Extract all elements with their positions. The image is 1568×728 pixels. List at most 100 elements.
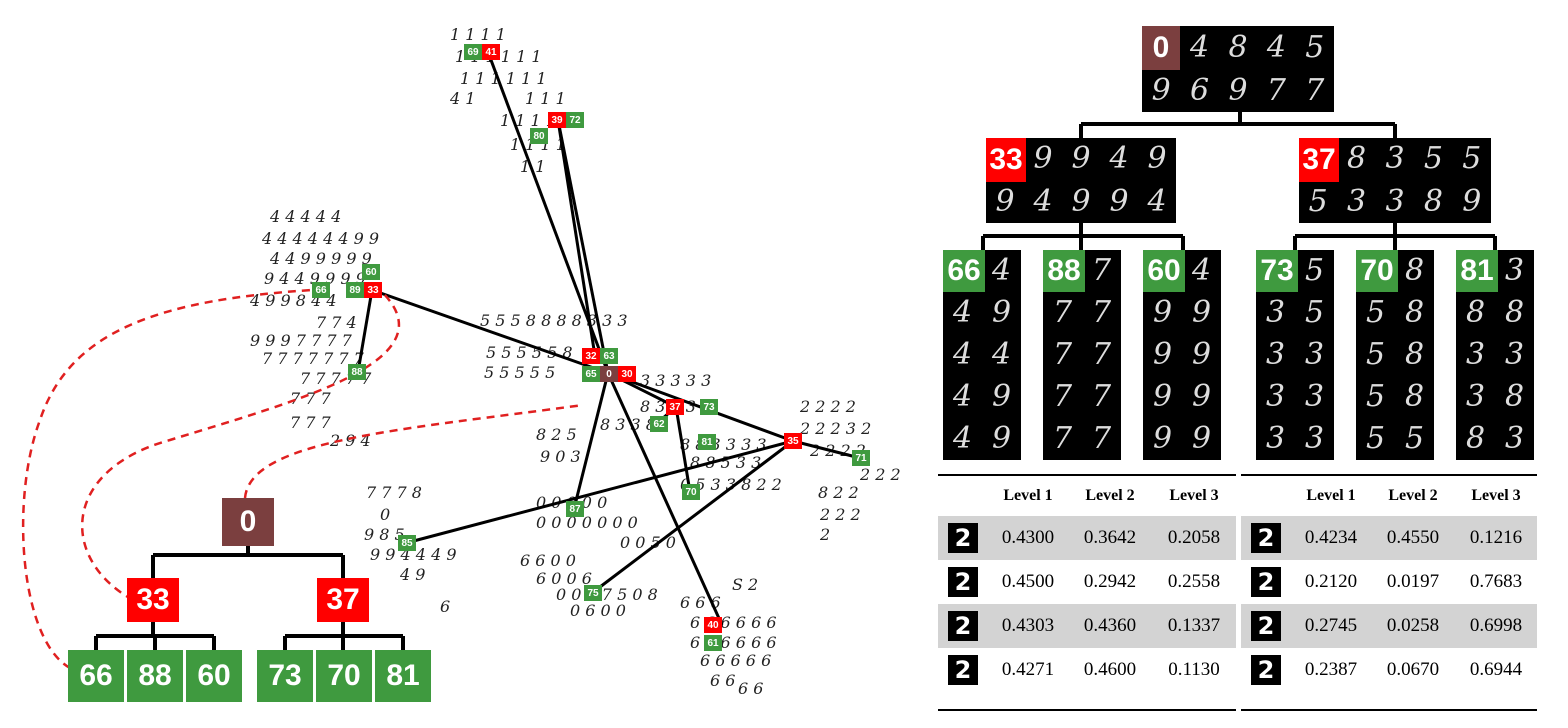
scatter-node-88: 88	[348, 364, 366, 380]
tree-root-node: 0	[222, 498, 274, 546]
table-cell: 0.1130	[1168, 659, 1220, 680]
panel-digit-image: 9	[1152, 295, 1173, 330]
scatter-digit-glyphs: 4 4 4 4 4	[269, 207, 341, 226]
dashed-links	[21, 288, 584, 670]
scatter-digit-glyphs: 8 3 3 8	[600, 415, 656, 434]
scatter-digit-glyphs: 9 4 4 9 9 9 9	[264, 269, 366, 288]
tree-level1-node: 37	[317, 578, 369, 622]
panel-digit-image: 7	[1091, 337, 1112, 372]
panel-digit-image: 7	[1052, 295, 1073, 330]
panel-digit-image: 3	[1385, 183, 1405, 219]
scatter-digit-glyphs: 1 1 1	[525, 89, 566, 108]
table-cell: 0.0197	[1386, 571, 1440, 592]
scatter-digit-glyphs: 6 6	[710, 671, 735, 690]
scatter-digit-glyphs: 2 2 2 2	[799, 397, 856, 416]
panel-digit-image: 3	[1265, 379, 1286, 414]
scatter-digit-glyphs: 0 6 0 0	[570, 601, 626, 620]
panel-digit-image: 4	[1190, 29, 1210, 65]
scatter-digit-glyphs: 2 9 4	[329, 431, 371, 450]
panel-digit-image: 7	[1091, 379, 1112, 414]
table-cell: 0.4303	[988, 604, 1068, 648]
panel-digit-image: 5	[1365, 295, 1386, 330]
scatter-digit-glyphs: 9 8 5	[364, 525, 405, 544]
panel-digit-image: 9	[1191, 421, 1212, 456]
tree-level2-node: 66	[68, 650, 124, 702]
table-thumbnail-cell: 2	[1241, 516, 1291, 560]
panel-digit-image: 8	[1465, 421, 1486, 456]
scatter-node-85: 85	[398, 535, 416, 551]
digit-thumbnail-image: 2	[948, 655, 978, 685]
scatter-digit-glyphs: 2 2 2 3 2	[799, 419, 871, 438]
panel-digit-image: 8	[1404, 253, 1425, 288]
scatter-digit-glyphs: 5 5 5 5 5 8	[486, 343, 573, 362]
scatter-digit-glyphs: 3 3 3 3 3	[640, 371, 711, 390]
panel-digit-image: 8	[1423, 183, 1443, 219]
panel-digit-image: 7	[1091, 295, 1112, 330]
table-cell: 0.0670	[1386, 659, 1440, 680]
table-header-row: Level 1 Level 2 Level 3	[938, 476, 1236, 516]
panel-digit-image: 4	[1266, 29, 1286, 65]
panel-digit-image: 9	[1191, 337, 1212, 372]
digit-thumbnail-image: 2	[948, 523, 978, 553]
panel-digit-image: 9	[991, 421, 1012, 456]
scatter-node-72: 72	[566, 112, 584, 128]
scatter-digit-glyphs: 4 4 9 9 9 9 9	[269, 249, 372, 268]
panel-digit-image: 7	[1052, 421, 1073, 456]
scatter-digit-glyphs: 7 7 7	[290, 389, 332, 408]
scatter-node-81: 81	[698, 434, 716, 450]
table-cell: 0.1337	[1152, 604, 1236, 648]
scatter-digit-glyphs: 6 6 0 0	[520, 551, 576, 570]
scatter-digit-glyphs: 6 0 0 6	[536, 569, 592, 588]
panel-digit-image: 8	[1404, 379, 1425, 414]
table-thumbnail-cell: 2	[1241, 604, 1291, 648]
panel-digit-image: 9	[1151, 72, 1171, 108]
panel-digit-image: 5	[1423, 141, 1443, 177]
table-header-cell: Level 2	[1085, 487, 1135, 504]
scatter-node-35: 35	[784, 433, 802, 449]
scatter-node-37: 37	[666, 399, 684, 415]
panel-digit-image: 7	[1091, 421, 1112, 456]
embedding-scatter-plot: 1 1 1 11 1 1 1 1 11 1 1 1 1 14 11 1 11 1…	[21, 25, 901, 698]
digit-thumbnail-image: 2	[1251, 567, 1281, 597]
panel-digit-image: 9	[1191, 379, 1212, 414]
panel-digit-image: 5	[1365, 421, 1386, 456]
table-header-cell: Level 3	[1471, 487, 1521, 504]
scatter-digit-glyphs: 2 2 2	[819, 505, 861, 524]
tree-level2-node: 60	[186, 650, 242, 702]
scatter-node-80: 80	[530, 128, 548, 144]
scatter-digit-glyphs: 8 8 5 3 3	[690, 453, 761, 472]
scatter-digit-glyphs: S 2	[732, 575, 758, 594]
table-header-row: Level 1 Level 2 Level 3	[1241, 476, 1537, 516]
panel-digit-image: 3	[1465, 379, 1486, 414]
panel-digit-image: 3	[1265, 295, 1286, 330]
table-cell: 0.4360	[1068, 604, 1152, 648]
table-top-rule	[938, 474, 1236, 476]
table-header-cell	[938, 476, 988, 516]
scatter-node-66: 66	[312, 282, 330, 298]
panel-digit-image: 4	[952, 379, 973, 414]
panel-digit-image: 6	[1190, 72, 1210, 108]
panel-digit-image: 9	[991, 295, 1012, 330]
panel-digit-image: 4	[952, 295, 973, 330]
panel-digit-image: 9	[991, 379, 1012, 414]
table-header-cell: Level 2	[1388, 487, 1438, 504]
panel-digit-image: 9	[1147, 141, 1167, 177]
scatter-digit-glyphs: 1 1 1 1	[450, 25, 506, 44]
table-bottom-rule	[1241, 709, 1537, 711]
panel-digit-image: 8	[1347, 141, 1367, 177]
panel-digit-image: 9	[1033, 141, 1053, 177]
scatter-digit-glyphs: 9 0 3	[540, 447, 581, 466]
scatter-node-87: 87	[566, 501, 584, 517]
table-cell: 0.4300	[988, 516, 1068, 560]
